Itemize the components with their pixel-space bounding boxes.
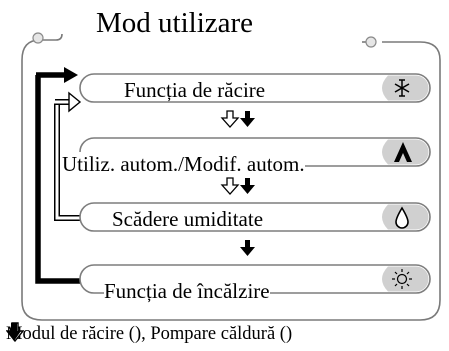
mode-label-cooling: Funcția de răcire xyxy=(124,78,266,102)
legend-caption: Modul de răcire (), Pompare căldură () xyxy=(6,322,292,346)
snowflake-icon xyxy=(394,79,410,97)
frame-knob-left xyxy=(32,32,44,44)
legend-caption-prefix: Modul de răcire ( xyxy=(6,324,135,344)
frame-outline xyxy=(21,39,441,321)
legend-caption-middle: ), Pompare căldură ( xyxy=(134,324,286,344)
mode-label-heating: Funcția de încălzire xyxy=(104,279,270,303)
heat-pump-cycle-arrow xyxy=(35,67,84,284)
mode-label-auto: Utiliz. autom./Modif. autom. xyxy=(62,152,305,176)
solid-arrow-legend-icon xyxy=(7,323,21,341)
cooling-step-arrow xyxy=(220,177,240,195)
legend-caption-suffix: ) xyxy=(285,324,293,344)
heat-pump-step-arrow xyxy=(240,178,255,194)
heat-pump-step-arrow xyxy=(240,240,255,256)
heat-pump-step-arrow xyxy=(240,111,255,127)
auto-a-icon xyxy=(394,142,412,162)
cooling-cycle-arrow xyxy=(54,91,84,221)
mode-label-dehumidify: Scădere umiditate xyxy=(112,207,264,231)
frame-knob-right xyxy=(365,36,377,48)
cooling-step-arrow xyxy=(220,110,240,128)
water-drop-icon xyxy=(395,206,409,229)
sun-icon xyxy=(392,269,412,289)
diagram-title: Mod utilizare xyxy=(96,7,254,39)
mode-pill-cooling xyxy=(79,73,431,103)
